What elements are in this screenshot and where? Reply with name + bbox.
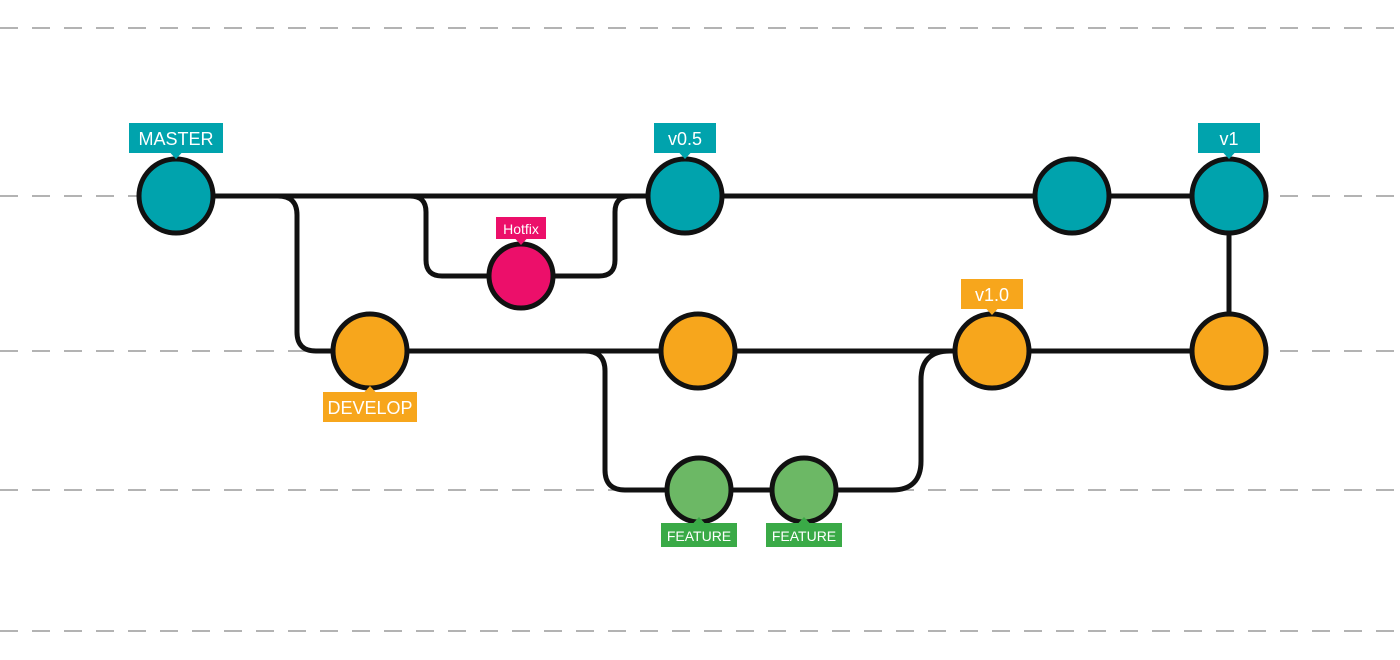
tag-pointer (364, 386, 376, 393)
tag-hotfix: Hotfix (496, 217, 546, 245)
tag-pointer (170, 152, 182, 159)
tag-label: v1.0 (975, 285, 1009, 305)
tag-pointer (679, 152, 691, 159)
develop-commit-node[interactable] (1189, 311, 1269, 391)
master-commit-node[interactable] (1032, 156, 1112, 236)
tag-box (323, 392, 417, 422)
tag-box (661, 523, 737, 547)
tag-box (496, 217, 546, 239)
tag-feature: FEATURE (766, 517, 842, 547)
tag-pointer (986, 308, 998, 315)
feature-commit-node[interactable] (769, 455, 839, 525)
tag-box (1198, 123, 1260, 153)
tag-label: MASTER (138, 129, 213, 149)
develop-commit-node[interactable] (952, 311, 1032, 391)
feature-commit-node[interactable] (664, 455, 734, 525)
tag-pointer (515, 238, 527, 245)
tag-box (654, 123, 716, 153)
tag-box (961, 279, 1023, 309)
commit-nodes (136, 156, 1269, 525)
tag-label: Hotfix (503, 221, 539, 237)
tag-v0-5: v0.5 (654, 123, 716, 159)
master-commit-node[interactable] (1189, 156, 1269, 236)
tag-develop: DEVELOP (323, 386, 417, 422)
tag-label: DEVELOP (327, 398, 412, 418)
connection-d1-f1 (404, 348, 670, 493)
connection-f2-d3 (833, 348, 958, 493)
develop-commit-node[interactable] (330, 311, 410, 391)
master-commit-node[interactable] (136, 156, 216, 236)
tag-pointer (693, 517, 705, 524)
tag-v1: v1 (1198, 123, 1260, 159)
tag-pointer (1223, 152, 1235, 159)
tag-box (129, 123, 223, 153)
connection-m1-d1 (210, 193, 336, 354)
tag-box (766, 523, 842, 547)
tag-pointer (798, 517, 810, 524)
tag-master: MASTER (129, 123, 223, 159)
tag-label: v1 (1219, 129, 1238, 149)
tag-label: FEATURE (667, 528, 731, 544)
master-commit-node[interactable] (645, 156, 725, 236)
tag-feature: FEATURE (661, 517, 737, 547)
hotfix-commit-node[interactable] (486, 241, 556, 311)
develop-commit-node[interactable] (658, 311, 738, 391)
connection-h1-m2 (550, 193, 651, 279)
connection-m1-h1 (210, 193, 492, 279)
tag-v1-0: v1.0 (961, 279, 1023, 315)
tag-label: FEATURE (772, 528, 836, 544)
tag-label: v0.5 (668, 129, 702, 149)
